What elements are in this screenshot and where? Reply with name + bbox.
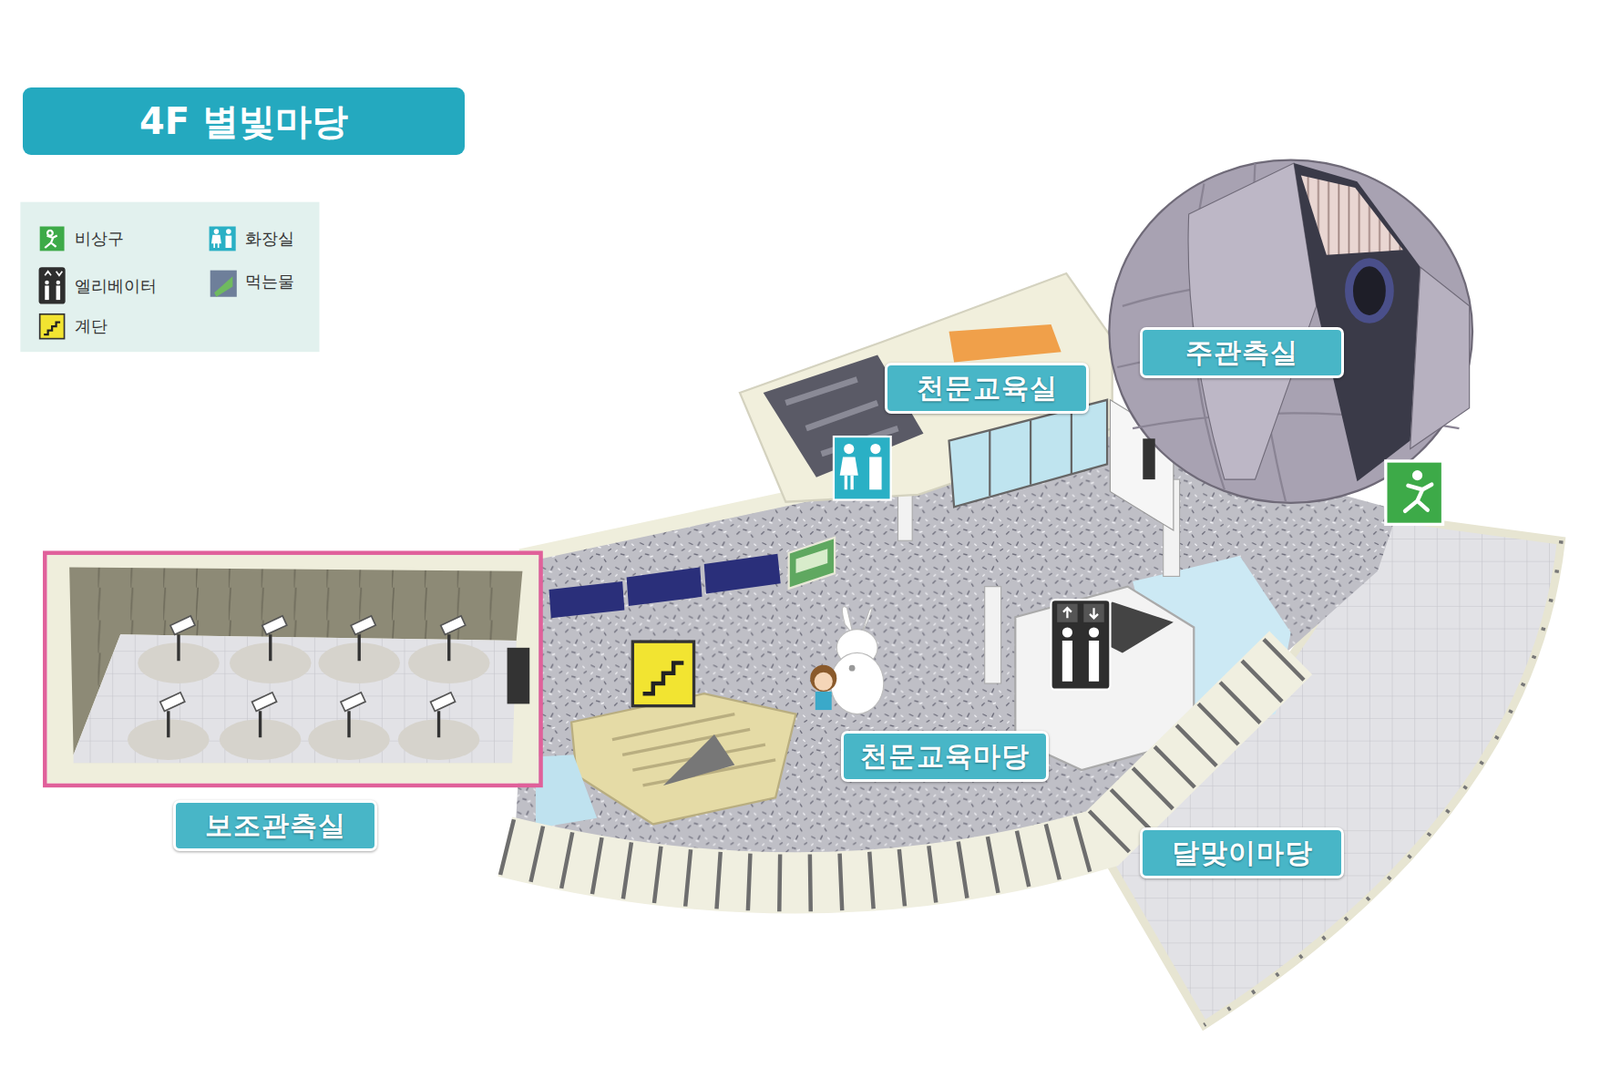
- toilet-icon: [833, 436, 892, 500]
- shutter-left: [1188, 163, 1317, 480]
- exit-icon: [1385, 461, 1444, 524]
- area-name: 달맞이마당: [1171, 834, 1313, 872]
- legend-text: 엘리베이터: [74, 277, 157, 295]
- title-banner: 4F 별빛마당: [22, 87, 465, 155]
- main-dome: [1108, 160, 1473, 503]
- legend-text: 비상구: [74, 230, 124, 247]
- area-name: 천문교육마당: [860, 738, 1030, 776]
- sub-observatory: [47, 554, 540, 784]
- bench: [704, 553, 781, 595]
- highlight-frame: [44, 553, 541, 786]
- telescope-bodies: [168, 634, 450, 738]
- dome-door: [1142, 438, 1155, 480]
- legend-text: 먹는물: [245, 273, 295, 290]
- legend-water-icon: [210, 270, 237, 298]
- glass-wall: [949, 400, 1108, 508]
- legend-exit-icon: [40, 226, 65, 252]
- legend-stairs-icon: [40, 314, 65, 339]
- area-label: 주관측실: [1139, 327, 1344, 379]
- legend-text: 화장실: [245, 230, 295, 247]
- dome-lines: [1117, 163, 1469, 503]
- slit-interior: [1301, 175, 1404, 256]
- legend-panel: [20, 202, 319, 353]
- window-frames: [989, 410, 1072, 496]
- title-text: 4F 별빛마당: [139, 96, 349, 147]
- area-name: 보조관측실: [205, 807, 347, 845]
- stairwell: [571, 693, 796, 824]
- observatory-floor: [73, 634, 517, 763]
- desk: [949, 324, 1062, 362]
- mascot-figures: [810, 606, 884, 715]
- area-label: 천문교육마당: [841, 730, 1049, 782]
- observatory-door: [507, 647, 531, 705]
- light-area: [535, 754, 597, 829]
- stairs-icon: [632, 641, 694, 707]
- elevator-icon: [1050, 599, 1110, 690]
- pillar: [984, 586, 1002, 684]
- area-label: 보조관측실: [173, 800, 378, 852]
- stair-steps: [612, 714, 776, 786]
- dome-slit: [1293, 163, 1421, 482]
- area-name: 주관측실: [1185, 334, 1299, 372]
- legend-toilet-icon: [209, 226, 236, 252]
- water-fountain: [789, 537, 835, 589]
- area-label: 달맞이마당: [1139, 827, 1344, 879]
- area-label: 천문교육실: [884, 362, 1089, 414]
- fountain-panel: [796, 548, 829, 574]
- legend-text: 계단: [74, 317, 108, 335]
- telescopes: [127, 642, 491, 760]
- area-name: 천문교육실: [916, 369, 1058, 408]
- stair-shadow: [663, 734, 735, 786]
- bench: [549, 581, 626, 618]
- main-telescope: [1349, 262, 1391, 320]
- legend-elevator-icon: [39, 266, 66, 304]
- telescope-tubes: [160, 615, 466, 712]
- shutter-right: [1410, 266, 1470, 449]
- bench: [626, 566, 703, 606]
